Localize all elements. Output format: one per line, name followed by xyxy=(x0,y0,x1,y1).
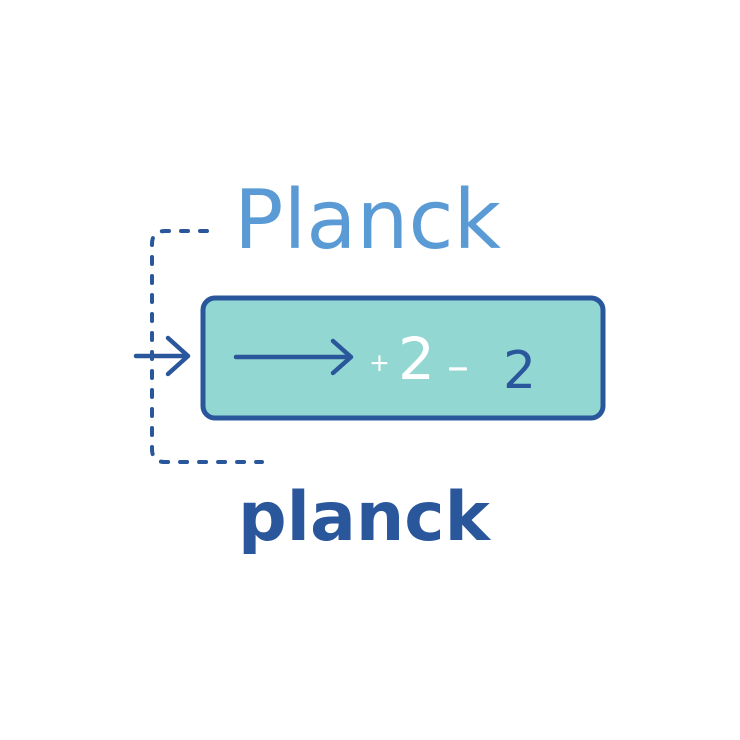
title-planck: Planck xyxy=(234,173,502,268)
plus-sign: + xyxy=(369,348,390,377)
subtitle-planck: planck xyxy=(238,478,492,557)
dotted-loop-connector xyxy=(150,229,264,464)
planck-box xyxy=(200,295,606,421)
right-arrow-icon xyxy=(133,335,191,377)
minus-sign: – xyxy=(447,341,469,392)
result-value: 2 xyxy=(503,341,536,401)
highlight-value: 2 xyxy=(398,325,435,393)
long-right-arrow-icon xyxy=(233,338,354,376)
